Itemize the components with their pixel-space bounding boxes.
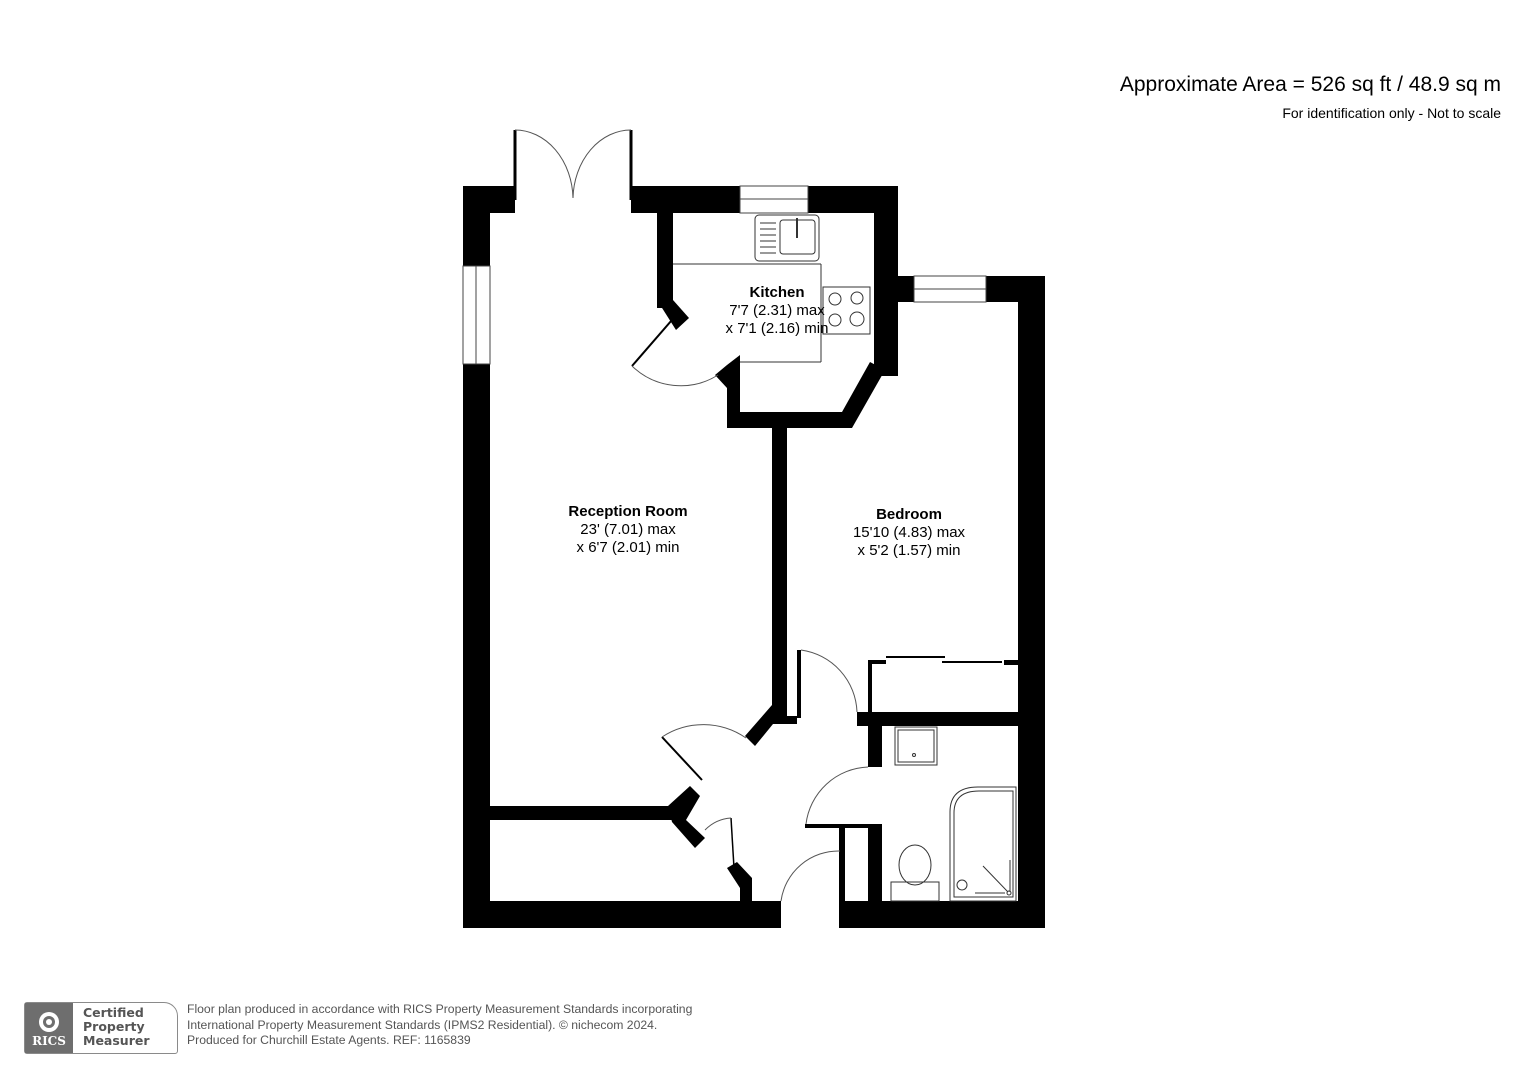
footer-credits: Floor plan produced in accordance with R…	[187, 1002, 692, 1049]
room-dim-min: x 7'1 (2.16) min	[725, 320, 829, 337]
room-label-kitchen: Kitchen 7'7 (2.31) max x 7'1 (2.16) min	[726, 284, 829, 338]
room-dim-max: 23' (7.01) max	[580, 521, 676, 538]
room-dim-max: 15'10 (4.83) max	[852, 524, 966, 541]
scale-disclaimer: For identification only - Not to scale	[1282, 105, 1501, 121]
rics-wordmark: RICS	[32, 1034, 66, 1048]
badge-line-3: Measurer	[83, 1033, 150, 1048]
doors	[513, 129, 1002, 902]
rics-certified-badge: RICS Certified Property Measurer	[24, 1002, 178, 1054]
badge-line-1: Certified	[83, 1005, 144, 1020]
footer-line-1: Floor plan produced in accordance with R…	[187, 1002, 693, 1016]
room-name: Reception Room	[568, 503, 688, 520]
room-name: Kitchen	[749, 284, 805, 301]
footer-line-3: Produced for Churchill Estate Agents. RE…	[187, 1033, 471, 1047]
rics-logo: RICS	[25, 1003, 73, 1053]
room-dim-max: 7'7 (2.31) max	[729, 302, 825, 319]
lion-icon	[39, 1012, 59, 1032]
approximate-area: Approximate Area = 526 sq ft / 48.9 sq m	[1119, 73, 1501, 96]
room-dim-min: x 6'7 (2.01) min	[576, 539, 680, 556]
badge-line-2: Property	[83, 1019, 145, 1034]
room-dim-min: x 5'2 (1.57) min	[857, 542, 961, 559]
walls	[463, 186, 1045, 928]
windows	[462, 185, 987, 365]
room-label-bedroom: Bedroom 15'10 (4.83) max x 5'2 (1.57) mi…	[853, 506, 965, 560]
certified-text: Certified Property Measurer	[83, 1006, 150, 1048]
footer-line-2: International Property Measurement Stand…	[187, 1017, 658, 1032]
room-label-reception: Reception Room 23' (7.01) max x 6'7 (2.0…	[568, 503, 687, 557]
room-name: Bedroom	[876, 506, 942, 523]
fixtures	[673, 214, 1017, 902]
